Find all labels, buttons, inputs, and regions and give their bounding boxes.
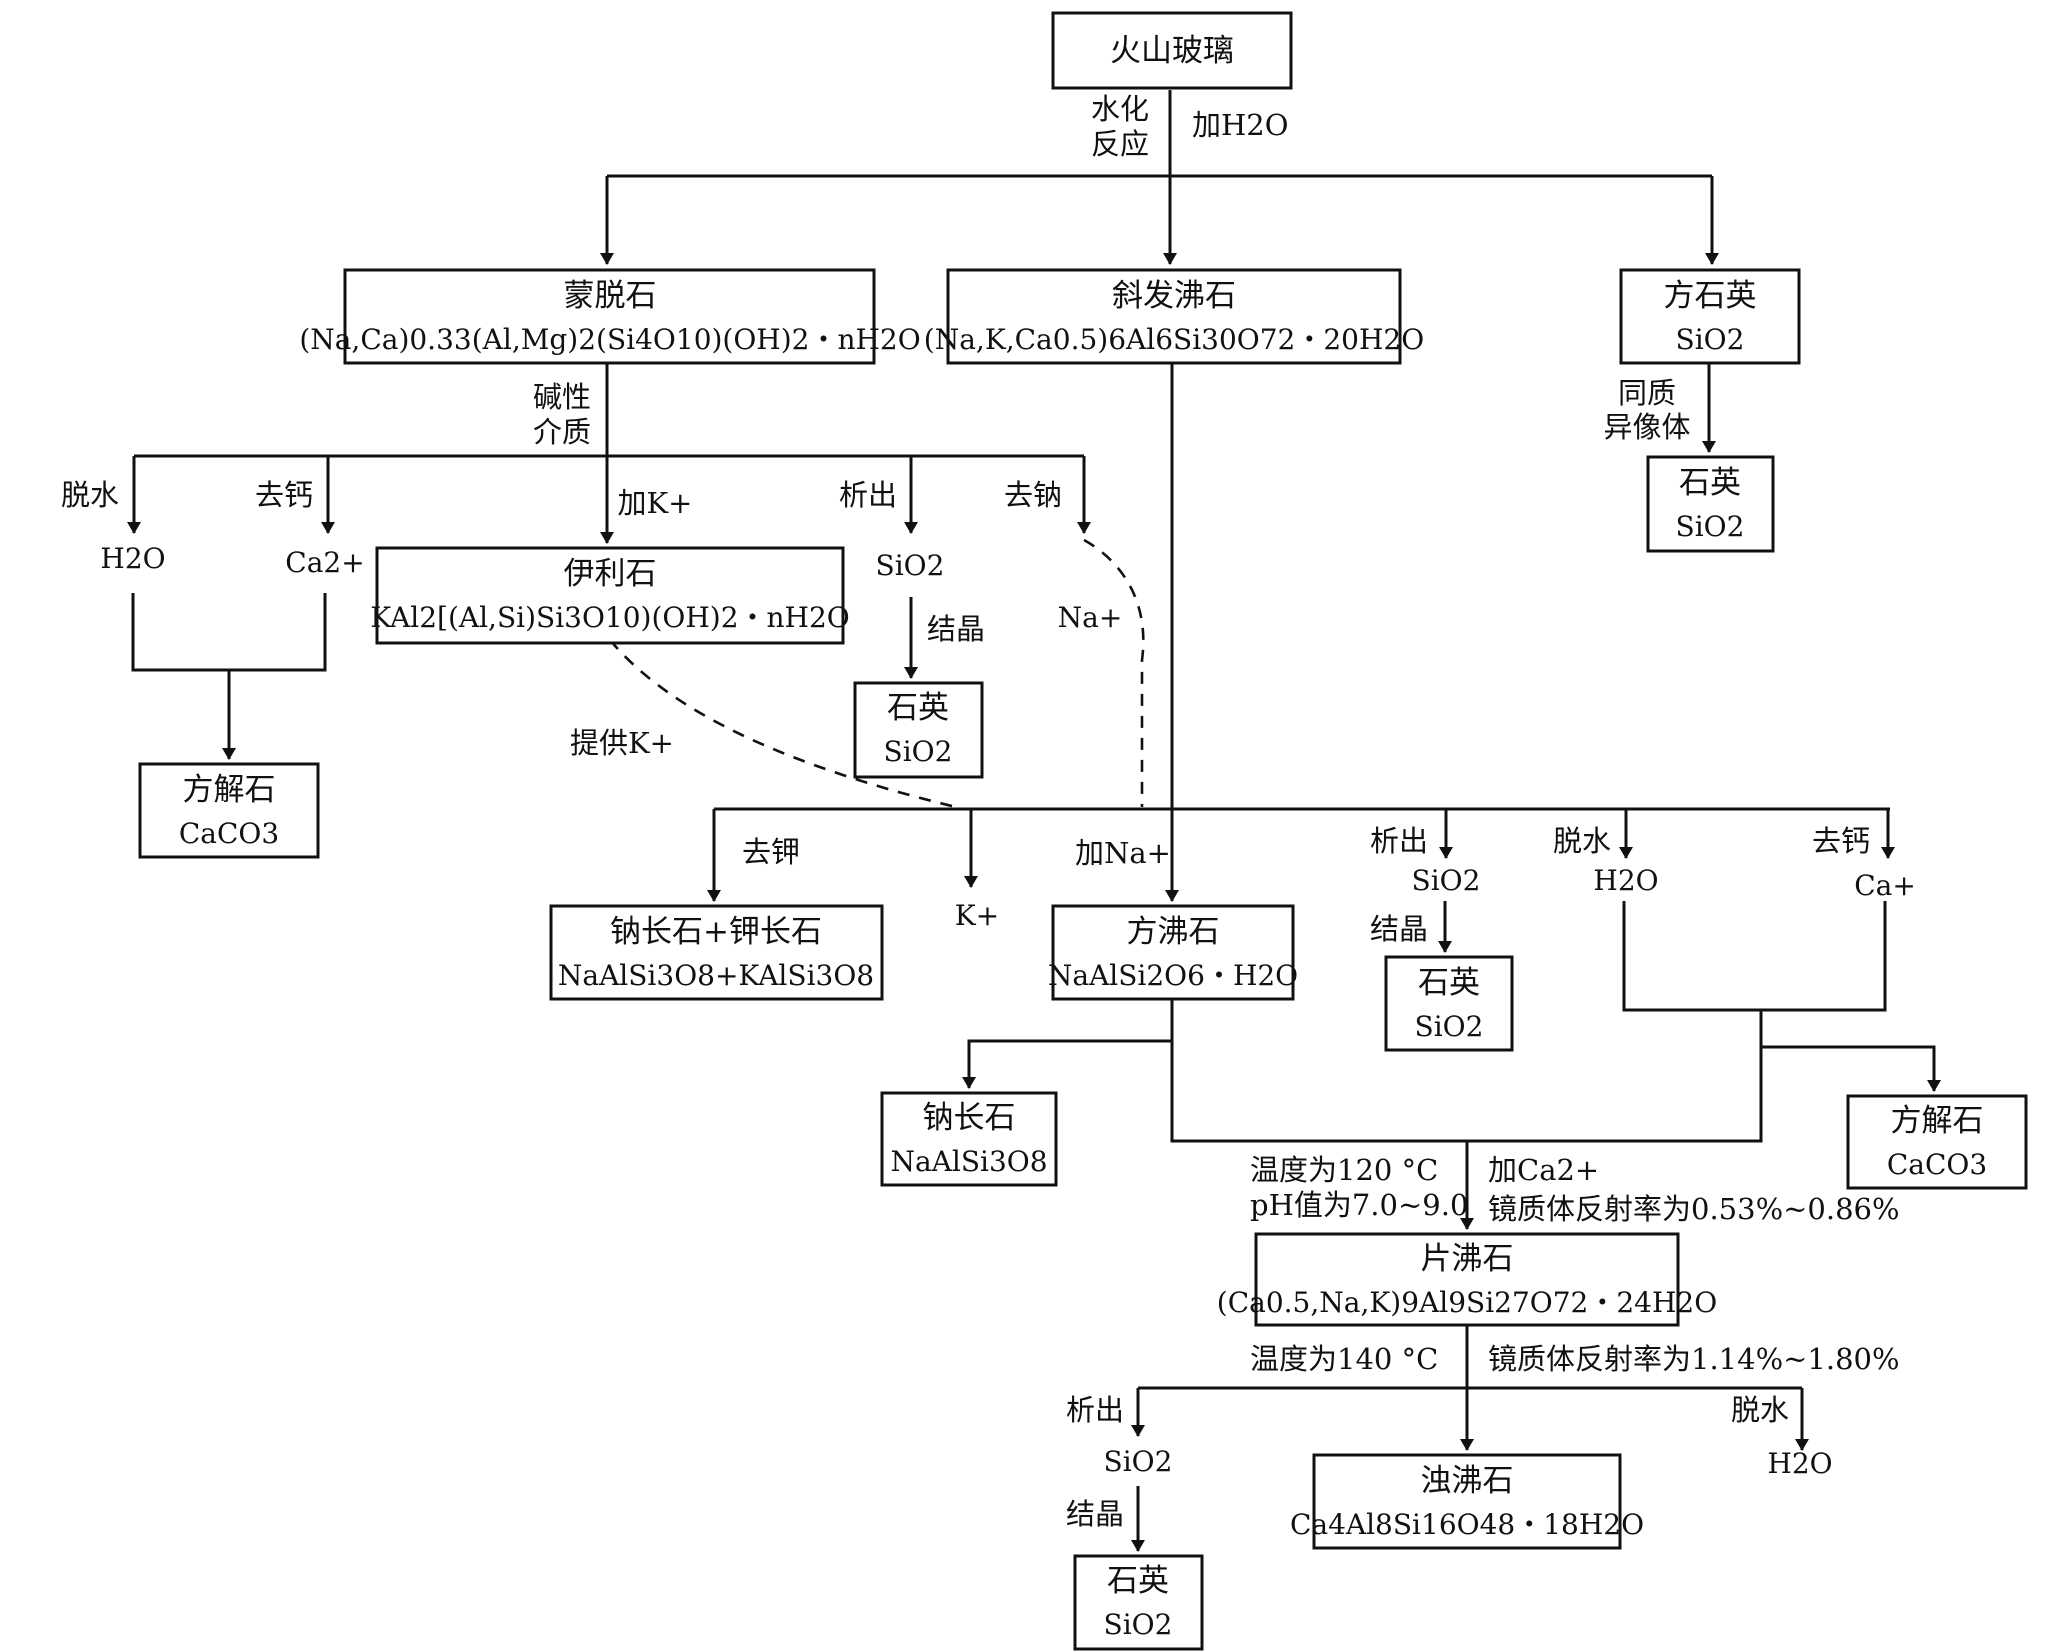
node-quartz-4: 石英 SiO2 (1073, 1554, 1204, 1651)
node-name: 火山玻璃 (1110, 33, 1234, 69)
node-name: 方石英 (1664, 278, 1757, 314)
node-name: 伊利石 (564, 556, 657, 592)
connectors (127, 90, 1941, 1552)
label-precipitate: 析出 (1370, 824, 1428, 858)
node-name: 石英 (1679, 465, 1741, 501)
node-quartz-1: 石英 SiO2 (1646, 455, 1775, 553)
node-calcite-2: 方解石 CaCO3 (1846, 1094, 2028, 1190)
node-illite: 伊利石 KAl2[(Al,Si)Si3O10)(OH)2・nH2O (370, 546, 850, 645)
label-decalcify: 去钙 (1812, 824, 1870, 858)
node-heulandite: 片沸石 (Ca0.5,Na,K)9Al9Si27O72・24H2O (1217, 1232, 1717, 1327)
label-alkaline-medium: 介质 (533, 415, 591, 449)
label-polymorph: 异像体 (1603, 410, 1690, 444)
node-formula: CaCO3 (179, 817, 279, 850)
label-ph: pH值为7.0~9.0 (1250, 1188, 1468, 1222)
node-quartz-2: 石英 SiO2 (853, 681, 984, 779)
label-depotassium: 去钾 (742, 835, 800, 869)
label-crystallize: 结晶 (1370, 912, 1428, 946)
node-analcime: 方沸石 NaAlSi2O6・H2O (1048, 904, 1298, 1001)
label-alkaline-medium: 碱性 (533, 380, 591, 414)
label-h2o: H2O (100, 542, 165, 575)
node-laumontite: 浊沸石 Ca4Al8Si16O48・18H2O (1290, 1453, 1644, 1550)
label-na-ion: Na+ (1058, 601, 1123, 634)
node-montmorillonite: 蒙脱石 (Na,Ca)0.33(Al,Mg)2(Si4O10)(OH)2・nH2… (299, 268, 921, 365)
node-formula: SiO2 (1104, 1608, 1173, 1641)
label-polymorph: 同质 (1618, 376, 1676, 410)
node-clinoptilolite: 斜发沸石 (Na,K,Ca0.5)6Al6Si30O72・20H2O (924, 268, 1424, 365)
node-name: 方沸石 (1127, 914, 1220, 950)
label-ca-ion: Ca+ (1854, 869, 1916, 902)
node-feldspars: 钠长石+钾长石 NaAlSi3O8+KAlSi3O8 (549, 904, 884, 1001)
node-formula: SiO2 (1415, 1010, 1484, 1043)
node-calcite-1: 方解石 CaCO3 (138, 762, 320, 859)
node-formula: Ca4Al8Si16O48・18H2O (1290, 1508, 1644, 1541)
node-formula: (Ca0.5,Na,K)9Al9Si27O72・24H2O (1217, 1286, 1717, 1319)
node-formula: SiO2 (1676, 510, 1745, 543)
node-name: 石英 (887, 690, 949, 726)
node-quartz-3: 石英 SiO2 (1384, 955, 1514, 1052)
label-dehydrate: 脱水 (61, 478, 119, 512)
label-provide-k: 提供K+ (570, 726, 674, 760)
node-name: 钠长石+钾长石 (610, 914, 822, 950)
node-formula: SiO2 (1676, 323, 1745, 356)
label-dehydrate: 脱水 (1553, 824, 1611, 858)
node-name: 方解石 (1891, 1103, 1984, 1139)
label-sio2: SiO2 (876, 549, 945, 582)
label-ca-ion: Ca2+ (285, 546, 364, 579)
node-cristobalite: 方石英 SiO2 (1619, 268, 1801, 365)
label-add-na: 加Na+ (1075, 836, 1171, 870)
label-h2o: H2O (1593, 864, 1658, 897)
label-precipitate: 析出 (839, 478, 897, 512)
label-sio2: SiO2 (1104, 1445, 1173, 1478)
label-decalcify: 去钙 (255, 478, 313, 512)
label-temperature: 温度为120 °C (1250, 1153, 1438, 1187)
node-formula: NaAlSi2O6・H2O (1048, 959, 1298, 992)
node-name: 蒙脱石 (564, 278, 657, 314)
label-sio2: SiO2 (1412, 864, 1481, 897)
label-add-ca: 加Ca2+ (1488, 1153, 1599, 1187)
label-add-k: 加K+ (618, 486, 693, 520)
label-precipitate: 析出 (1066, 1393, 1124, 1427)
node-name: 石英 (1107, 1563, 1169, 1599)
label-crystallize: 结晶 (1066, 1497, 1124, 1531)
node-volcanic-glass: 火山玻璃 (1051, 11, 1293, 90)
node-albite: 钠长石 NaAlSi3O8 (880, 1091, 1058, 1187)
node-formula: NaAlSi3O8 (890, 1145, 1047, 1178)
node-formula: (Na,K,Ca0.5)6Al6Si30O72・20H2O (924, 323, 1424, 356)
node-formula: CaCO3 (1887, 1148, 1987, 1181)
node-formula: KAl2[(Al,Si)Si3O10)(OH)2・nH2O (370, 601, 849, 634)
edge-labels: 水化 反应 加H2O 同质 异像体 碱性 介质 脱水 去钙 加K+ 析出 去钠 … (61, 92, 1916, 1531)
label-k-ion: K+ (955, 899, 999, 932)
label-add-water: 加H2O (1192, 108, 1289, 142)
label-h2o: H2O (1767, 1447, 1832, 1480)
label-desodium: 去钠 (1004, 478, 1062, 512)
node-formula: SiO2 (884, 735, 953, 768)
node-name: 浊沸石 (1421, 1463, 1514, 1499)
label-hydration: 水化 (1091, 92, 1149, 126)
node-formula: (Na,Ca)0.33(Al,Mg)2(Si4O10)(OH)2・nH2O (299, 323, 920, 356)
node-name: 方解石 (183, 772, 276, 808)
node-name: 石英 (1418, 965, 1480, 1001)
node-name: 斜发沸石 (1112, 278, 1236, 314)
node-formula: NaAlSi3O8+KAlSi3O8 (558, 959, 874, 992)
label-vitrinite-reflectance: 镜质体反射率为0.53%~0.86% (1488, 1192, 1900, 1226)
label-vitrinite-reflectance: 镜质体反射率为1.14%~1.80% (1488, 1342, 1900, 1376)
label-temperature: 温度为140 °C (1250, 1342, 1438, 1376)
node-name: 钠长石 (923, 1100, 1016, 1136)
node-name: 片沸石 (1421, 1241, 1514, 1277)
label-dehydrate: 脱水 (1731, 1393, 1789, 1427)
label-crystallize: 结晶 (927, 612, 985, 646)
label-hydration: 反应 (1091, 127, 1149, 161)
